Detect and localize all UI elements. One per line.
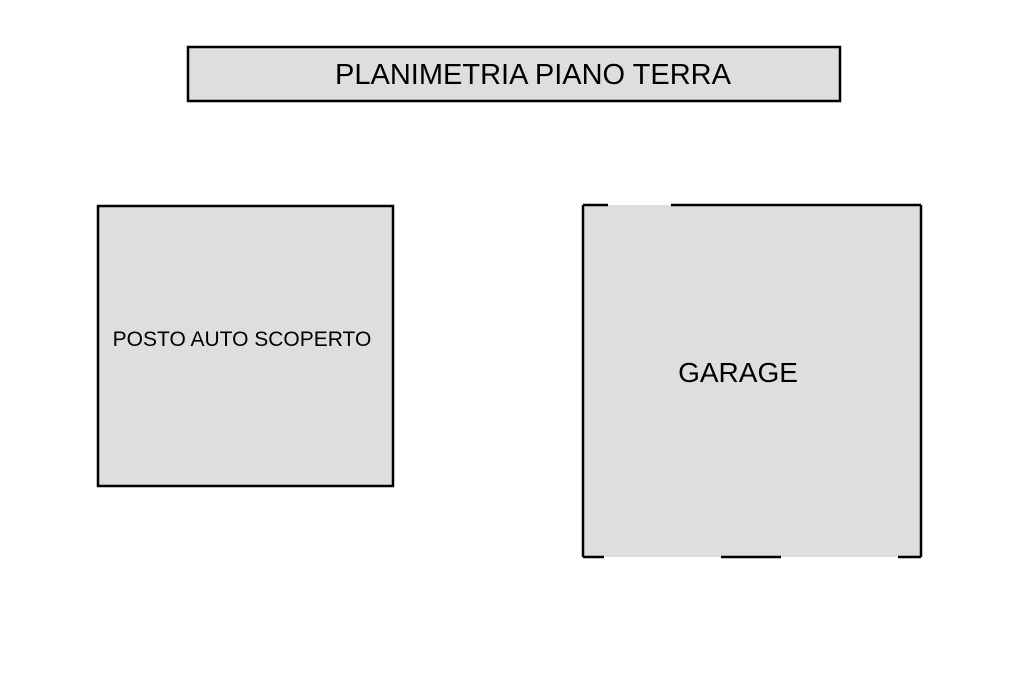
room-label: GARAGE [678,357,798,388]
room-outline [96,204,395,488]
title-box [186,45,842,103]
garage-walls [581,203,923,559]
room-garage: GARAGE [581,203,923,559]
room-label: POSTO AUTO SCOPERTO [113,328,372,351]
room-fill [583,205,921,557]
plan-title: PLANIMETRIA PIANO TERRA [335,59,732,91]
room-posto-auto-scoperto: POSTO AUTO SCOPERTO [96,204,395,488]
title-block: PLANIMETRIA PIANO TERRA [186,45,842,103]
